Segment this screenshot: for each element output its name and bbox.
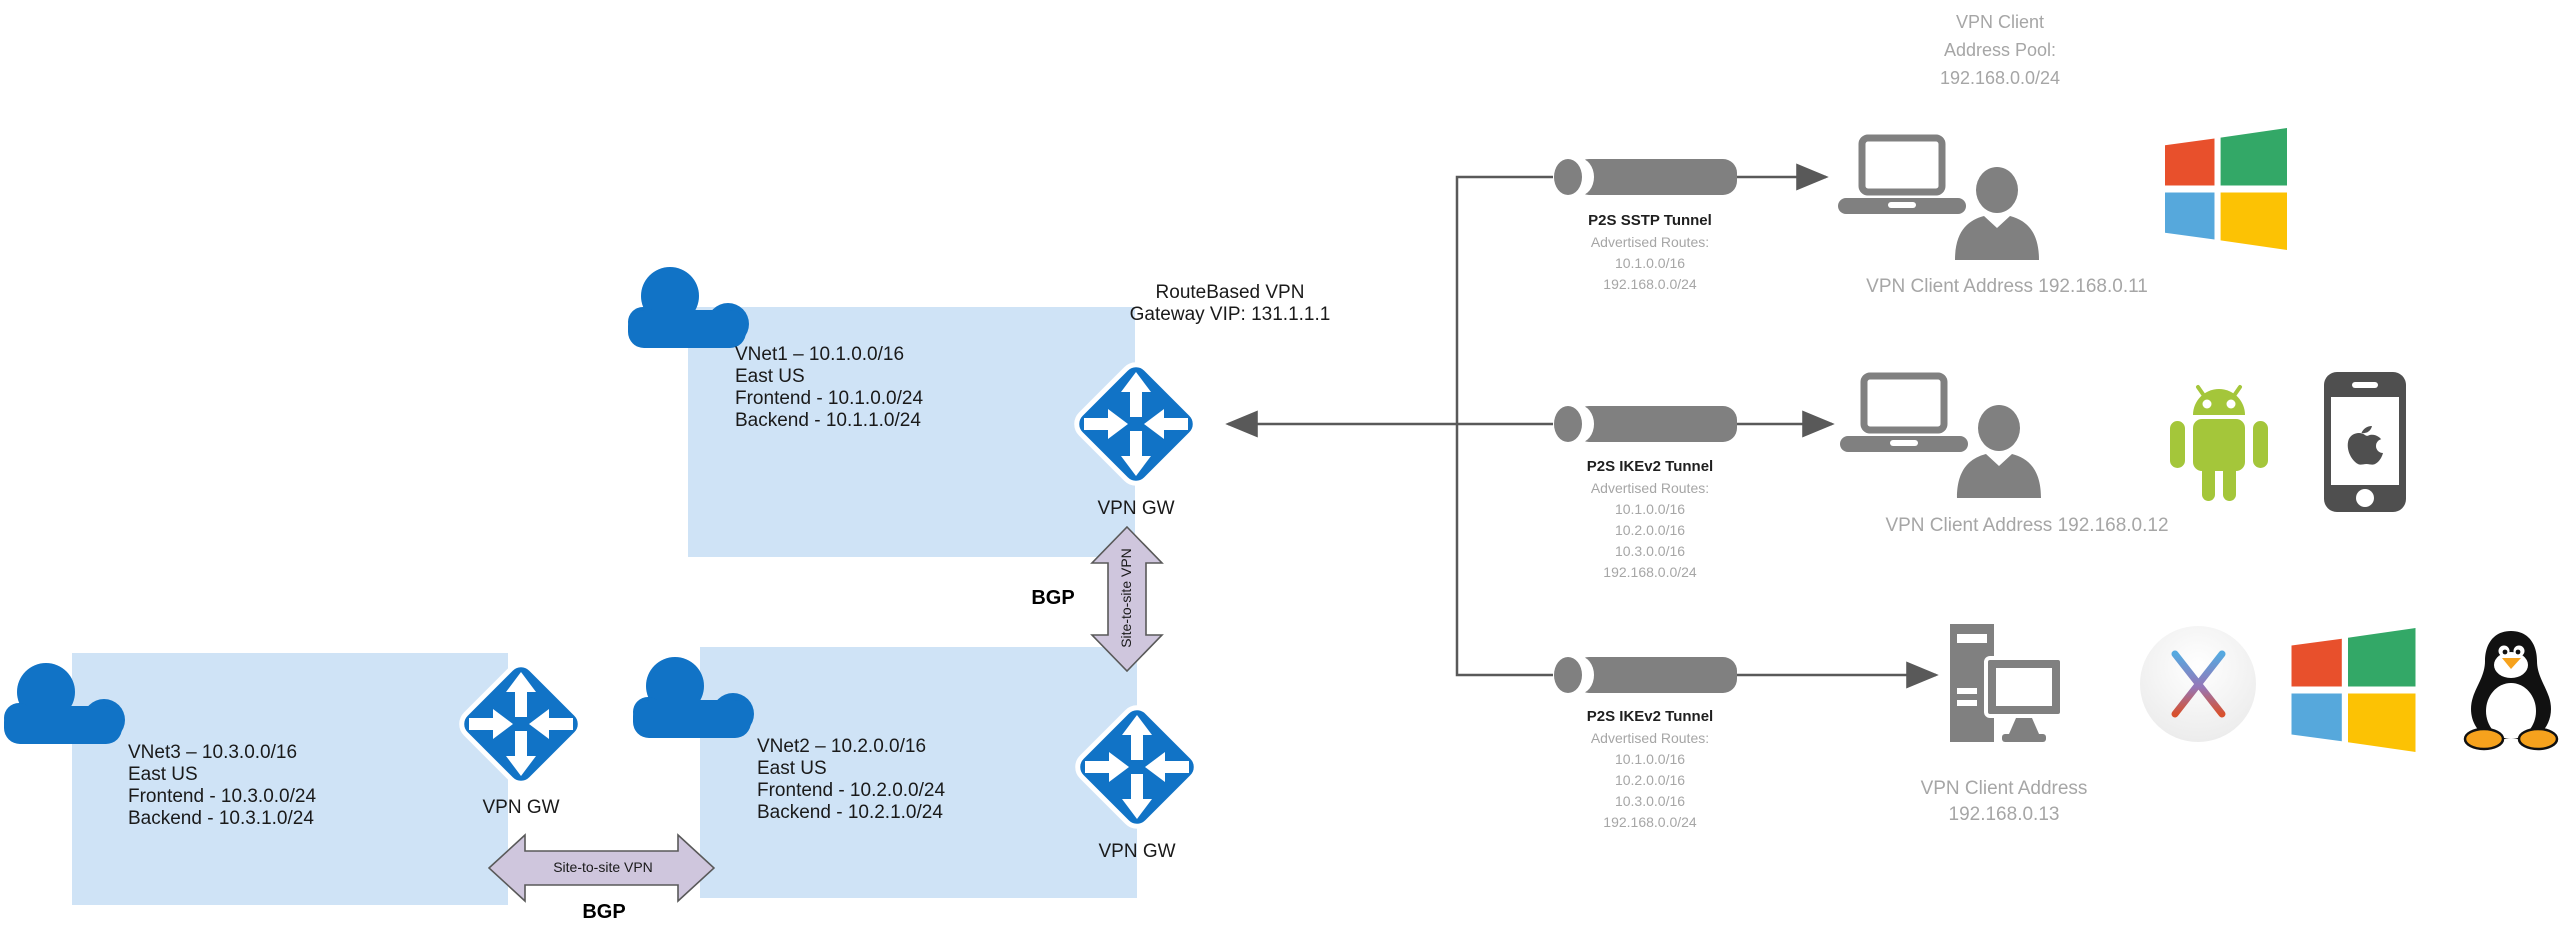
gateway-vip-note: RouteBased VPN Gateway VIP: 131.1.1.1 bbox=[1060, 282, 1400, 326]
pool-note-line2: Address Pool: bbox=[1943, 40, 2057, 60]
vnet1-frontend: Frontend - 10.1.0.0/24 bbox=[735, 388, 924, 409]
tunnel3-label-block: P2S IKEv2 Tunnel Advertised Routes: 10.1… bbox=[1495, 706, 1805, 833]
vnet1-box bbox=[688, 307, 1135, 557]
vnet3-region: East US bbox=[128, 764, 198, 785]
vnet3-gw-label: VPN GW bbox=[482, 797, 560, 818]
vnet1-gw-label: VPN GW bbox=[1097, 498, 1175, 519]
tunnel1-cylinder-icon bbox=[1554, 158, 1737, 196]
vnet3-vpn-gateway-icon bbox=[459, 662, 583, 786]
vnet3-backend: Backend - 10.3.1.0/24 bbox=[128, 808, 314, 829]
vnet3-box bbox=[72, 653, 508, 905]
pool-note-line3: 192.168.0.0/24 bbox=[1939, 68, 2061, 88]
vnet2-info: VNet2 – 10.2.0.0/16 East US Frontend - 1… bbox=[757, 736, 945, 824]
tunnel1-label-block: P2S SSTP Tunnel Advertised Routes: 10.1.… bbox=[1495, 210, 1805, 295]
tunnel2-routes-header: Advertised Routes: bbox=[1590, 480, 1710, 496]
tunnel1-title: P2S SSTP Tunnel bbox=[1588, 212, 1712, 229]
client1-user-icon bbox=[1955, 167, 2039, 260]
tunnel3-route: 10.1.0.0/16 bbox=[1614, 751, 1686, 767]
tunnel3-cylinder-icon bbox=[1554, 656, 1737, 694]
tunnel2-route: 10.1.0.0/16 bbox=[1614, 501, 1686, 517]
tunnel3-route: 10.2.0.0/16 bbox=[1614, 772, 1686, 788]
client3-desktop-icon bbox=[1950, 624, 2062, 742]
macos-logo-icon bbox=[2140, 626, 2256, 742]
site-to-site-vertical-label: Site-to-site VPN bbox=[1118, 548, 1134, 648]
tunnel2-cylinder-icon bbox=[1554, 405, 1737, 443]
trunk-line bbox=[1455, 175, 1553, 677]
client3-caption-line2: 192.168.0.13 bbox=[1948, 804, 2060, 825]
vnet2-backend: Backend - 10.2.1.0/24 bbox=[757, 802, 943, 823]
tunnel2-route: 10.2.0.0/16 bbox=[1614, 522, 1686, 538]
client2-caption: VPN Client Address 192.168.0.12 bbox=[1885, 515, 2169, 536]
vnet2-region: East US bbox=[757, 758, 827, 779]
site-to-site-arrow-vertical bbox=[1090, 526, 1164, 672]
bgp-label-vertical: BGP bbox=[1031, 587, 1075, 609]
vnet2-vpn-gateway-icon bbox=[1075, 705, 1199, 829]
bgp-label-horizontal: BGP bbox=[582, 901, 626, 923]
pool-note-line1: VPN Client bbox=[1955, 12, 2045, 32]
vnet1-region: East US bbox=[735, 366, 805, 387]
vnet1-vpn-gateway-icon bbox=[1074, 362, 1198, 486]
client2-laptop-icon bbox=[1840, 372, 1968, 452]
site-to-site-arrow-horizontal bbox=[488, 833, 715, 903]
tunnel3-route: 192.168.0.0/24 bbox=[1603, 814, 1697, 830]
vnet2-frontend: Frontend - 10.2.0.0/24 bbox=[757, 780, 946, 801]
vnet1-name-cidr: VNet1 – 10.1.0.0/16 bbox=[735, 344, 905, 365]
client2-user-icon bbox=[1957, 405, 2041, 498]
vnet2-name-cidr: VNet2 – 10.2.0.0/16 bbox=[757, 736, 927, 757]
client1-caption: VPN Client Address 192.168.0.11 bbox=[1866, 276, 2148, 297]
windows-logo-icon bbox=[2291, 628, 2416, 752]
tunnel2-route: 10.3.0.0/16 bbox=[1614, 543, 1686, 559]
vnet3-cloud-icon bbox=[4, 663, 125, 744]
tunnel1-route: 192.168.0.0/24 bbox=[1603, 276, 1697, 292]
tunnel1-route: 10.1.0.0/16 bbox=[1614, 255, 1686, 271]
tunnel3-route: 10.3.0.0/16 bbox=[1614, 793, 1686, 809]
vnet1-cloud-icon bbox=[628, 267, 749, 348]
vnet2-box bbox=[700, 647, 1137, 898]
gateway-vip-note-line2: Gateway VIP: 131.1.1.1 bbox=[1129, 304, 1331, 325]
linux-tux-icon bbox=[2463, 631, 2559, 751]
gateway-vip-note-line1: RouteBased VPN bbox=[1155, 282, 1305, 303]
tunnel1-routes-header: Advertised Routes: bbox=[1590, 234, 1710, 250]
client3-caption: VPN Client Address 192.168.0.13 bbox=[1844, 776, 2164, 828]
vnet2-gw-label: VPN GW bbox=[1098, 841, 1176, 862]
vnet3-info: VNet3 – 10.3.0.0/16 East US Frontend - 1… bbox=[128, 742, 316, 830]
tunnel2-label-block: P2S IKEv2 Tunnel Advertised Routes: 10.1… bbox=[1495, 456, 1805, 583]
client1-laptop-icon bbox=[1838, 134, 1966, 214]
client3-caption-line1: VPN Client Address bbox=[1920, 778, 2088, 799]
tunnel2-title: P2S IKEv2 Tunnel bbox=[1586, 458, 1714, 475]
windows-logo-icon bbox=[2165, 128, 2287, 250]
android-logo-icon bbox=[2170, 385, 2268, 501]
tunnel2-route: 192.168.0.0/24 bbox=[1603, 564, 1697, 580]
vnet1-info: VNet1 – 10.1.0.0/16 East US Frontend - 1… bbox=[735, 344, 923, 432]
site-to-site-horizontal-label: Site-to-site VPN bbox=[553, 859, 653, 875]
tunnel3-routes-header: Advertised Routes: bbox=[1590, 730, 1710, 746]
vpn-client-address-pool-note: VPN Client Address Pool: 192.168.0.0/24 bbox=[1850, 8, 2150, 92]
vnet2-cloud-icon bbox=[633, 657, 754, 738]
iphone-icon bbox=[2324, 372, 2406, 512]
vnet3-name-cidr: VNet3 – 10.3.0.0/16 bbox=[128, 742, 298, 763]
vnet1-backend: Backend - 10.1.1.0/24 bbox=[735, 410, 921, 431]
vnet3-frontend: Frontend - 10.3.0.0/24 bbox=[128, 786, 317, 807]
tunnel3-title: P2S IKEv2 Tunnel bbox=[1586, 708, 1714, 725]
